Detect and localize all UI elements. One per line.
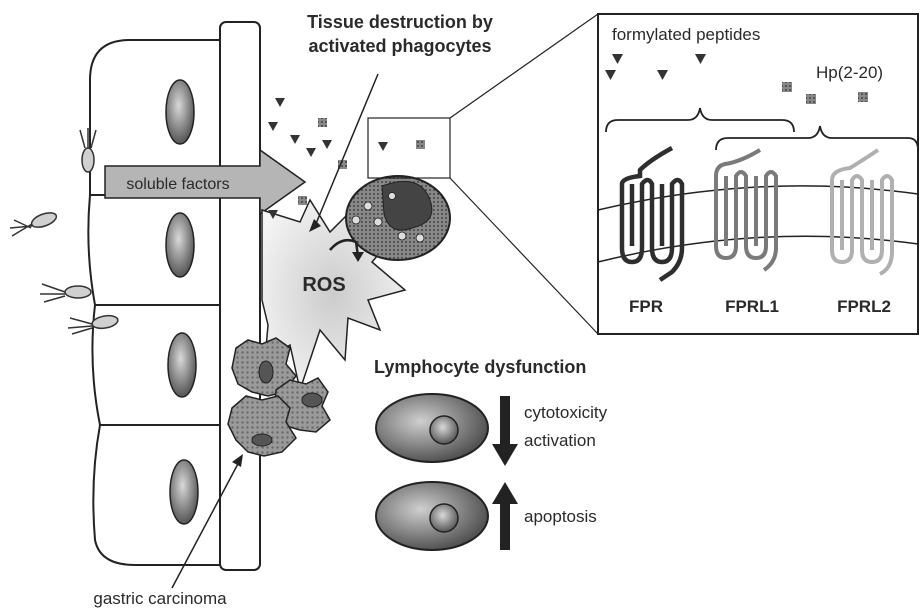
zoom-line-bottom xyxy=(450,178,598,334)
fprl2-label: FPRL2 xyxy=(837,297,891,316)
fpr-label: FPR xyxy=(629,297,663,316)
formylated-peptides-label: formylated peptides xyxy=(612,25,760,44)
fprl1-label: FPRL1 xyxy=(725,297,779,316)
nucleus xyxy=(168,333,196,397)
inset-frame xyxy=(598,14,918,334)
square-peptide-icon xyxy=(858,92,868,102)
epithelial-cells xyxy=(88,40,220,565)
nucleus xyxy=(166,213,194,277)
nucleus xyxy=(166,80,194,144)
square-peptide-icon xyxy=(416,140,425,149)
triangle-peptide-icon xyxy=(322,140,332,149)
soluble-factors-label: soluble factors xyxy=(126,176,229,193)
lymphocyte-2 xyxy=(376,482,488,550)
hp-peptide-label: Hp(2-20) xyxy=(816,63,883,82)
triangle-peptide-icon xyxy=(290,135,300,144)
zoom-region xyxy=(368,118,450,178)
apoptosis-label: apoptosis xyxy=(524,507,597,526)
square-peptide-icon xyxy=(806,94,816,104)
receptor-inset: formylated peptides Hp(2-20) FPR FPRL1 F… xyxy=(598,14,918,334)
triangle-peptide-icon xyxy=(275,98,285,107)
down-arrow-icon xyxy=(492,396,518,466)
up-arrow-icon xyxy=(492,482,518,550)
tissue-destruction-title-line2: activated phagocytes xyxy=(308,36,491,56)
nucleus xyxy=(170,460,198,524)
bacteria xyxy=(10,128,119,334)
epithelial-cell-4 xyxy=(93,425,220,565)
triangle-peptide-icon xyxy=(306,148,316,157)
activation-label: activation xyxy=(524,431,596,450)
gastric-carcinoma-label: gastric carcinoma xyxy=(93,589,227,608)
lymphocyte-dysfunction-title: Lymphocyte dysfunction xyxy=(374,357,586,377)
soluble-factors-arrow: soluble factors xyxy=(105,150,305,214)
tissue-destruction-title-line1: Tissue destruction by xyxy=(307,12,493,32)
triangle-peptide-icon xyxy=(378,142,388,151)
square-peptide-icon xyxy=(318,118,327,127)
bacterium-icon xyxy=(80,128,96,172)
square-peptide-icon xyxy=(782,82,792,92)
lymphocyte-1 xyxy=(376,394,488,462)
ros-label: ROS xyxy=(302,274,345,296)
bacterium-icon xyxy=(40,284,91,302)
bacterium-icon xyxy=(10,210,58,236)
epithelial-cell-2 xyxy=(88,195,220,305)
square-peptide-icon xyxy=(298,196,307,205)
cytotoxicity-label: cytotoxicity xyxy=(524,403,608,422)
triangle-peptide-icon xyxy=(268,122,278,131)
